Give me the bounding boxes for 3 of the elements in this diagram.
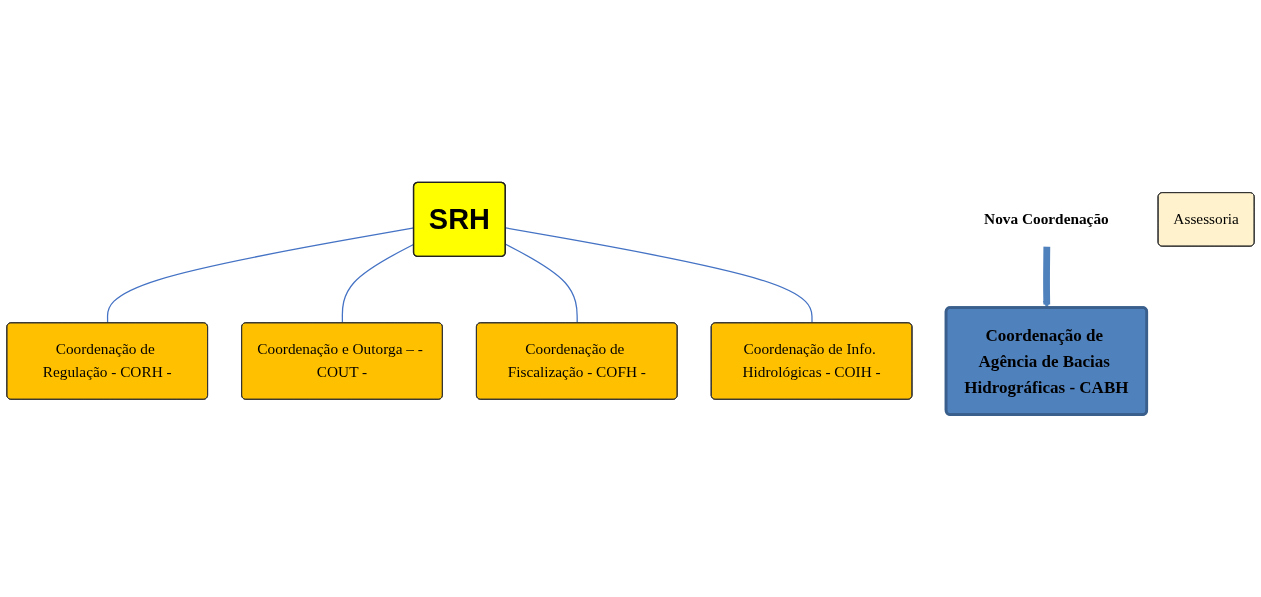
connector	[505, 243, 578, 324]
connector	[505, 227, 813, 324]
node-text: Nova Coordenação	[984, 210, 1109, 228]
